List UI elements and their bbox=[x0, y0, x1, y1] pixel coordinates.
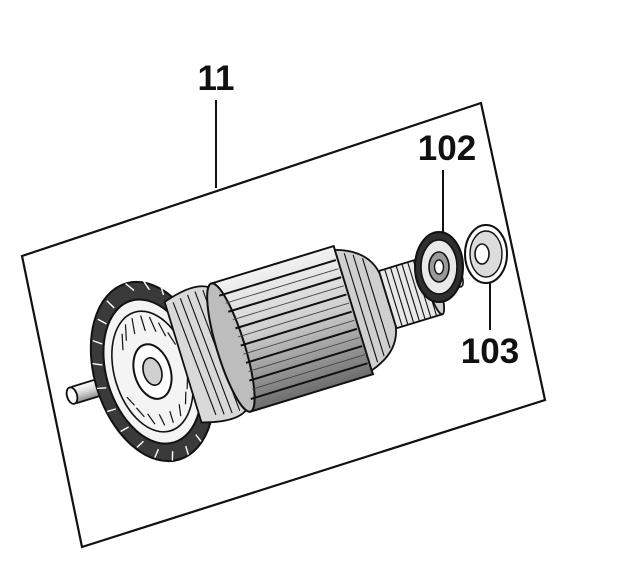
callout-label-103: 103 bbox=[461, 332, 519, 371]
shaft-tip bbox=[65, 386, 79, 405]
assembly-frame bbox=[20, 101, 547, 549]
callout-label-102: 102 bbox=[418, 129, 476, 168]
bearing-102 bbox=[414, 231, 464, 303]
armature-core bbox=[206, 244, 375, 413]
callout-label-11: 11 bbox=[198, 59, 235, 98]
armature-assembly bbox=[65, 244, 464, 463]
washer-103 bbox=[464, 224, 508, 284]
